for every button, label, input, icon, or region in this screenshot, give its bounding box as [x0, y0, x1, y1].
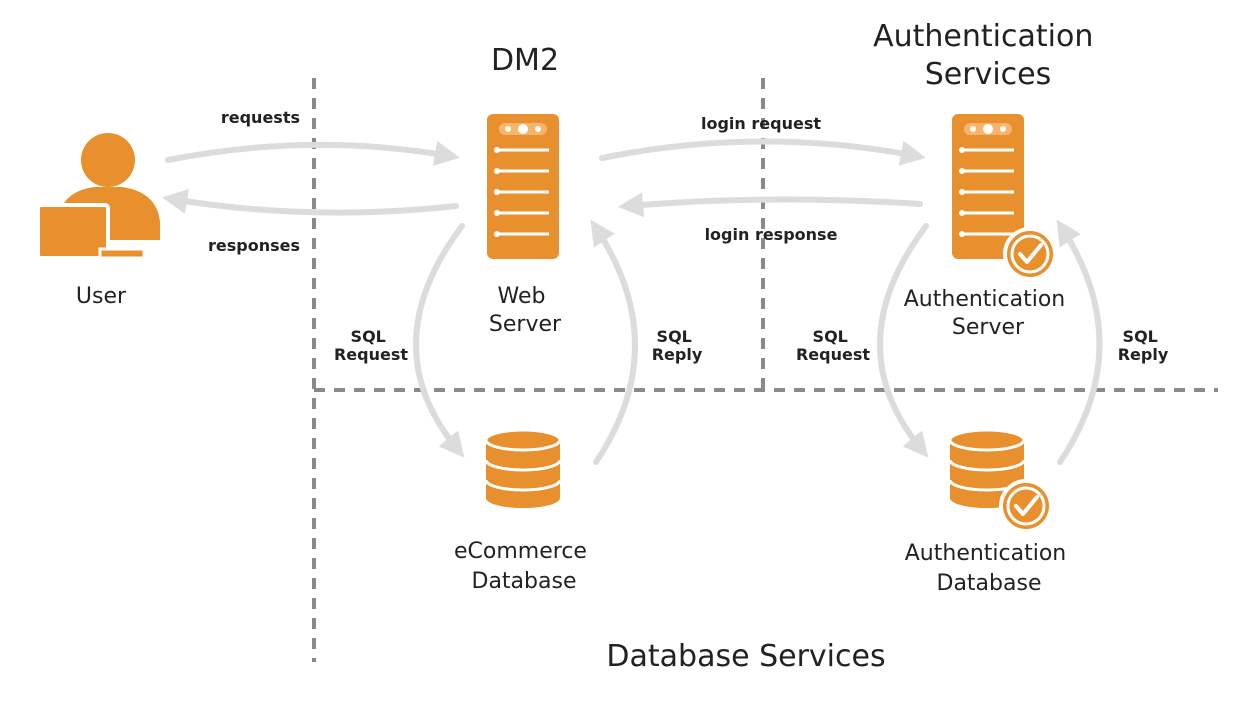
dmz-title: DM2: [491, 43, 559, 78]
ecommerce-db-label-line-1: eCommerce: [454, 539, 587, 564]
auth-sql-request-label: SQL Request: [796, 327, 870, 364]
web-sql-request-label-line-1: SQL: [351, 327, 386, 346]
web-sql-reply-label-line-2: Reply: [652, 345, 703, 364]
auth-db-node: Authentication Database: [905, 428, 1074, 596]
login-request-label: login request: [701, 114, 821, 133]
auth-sql-reply-label-line-1: SQL: [1123, 327, 1158, 346]
auth-sql-request-label-line-1: SQL: [813, 327, 848, 346]
web-server-node: Web Server: [487, 114, 562, 337]
user-label: User: [76, 284, 127, 309]
server-icon: [952, 114, 1024, 259]
requests-label: requests: [221, 108, 300, 127]
auth-services-title-line-2: Services: [925, 57, 1052, 92]
login-request-arrow: [599, 138, 926, 166]
web-sql-reply-arrow: [590, 219, 638, 465]
user-node: User: [36, 133, 160, 309]
ecommerce-db-node: eCommerce Database: [454, 428, 594, 594]
auth-server-label-line-1: Authentication: [904, 287, 1066, 312]
ecommerce-db-label: eCommerce Database: [454, 539, 594, 594]
auth-sql-request-label-line-2: Request: [796, 345, 870, 364]
auth-db-label: Authentication Database: [905, 541, 1074, 596]
auth-sql-reply-label: SQL Reply: [1118, 327, 1169, 364]
auth-server-node: Authentication Server: [904, 114, 1073, 340]
requests-arrow: [165, 141, 460, 166]
web-server-label-line-2: Server: [489, 312, 562, 337]
auth-sql-request-arrow: [877, 223, 929, 458]
database-icon: [484, 428, 562, 508]
user-with-laptop-icon: [36, 133, 160, 260]
auth-server-label: Authentication Server: [904, 287, 1073, 340]
auth-db-label-line-2: Database: [937, 571, 1042, 596]
web-server-label-line-1: Web: [498, 284, 546, 309]
responses-arrow: [162, 189, 459, 216]
web-sql-request-label-line-2: Request: [334, 345, 408, 364]
auth-services-title: Authentication Services: [873, 19, 1103, 92]
web-sql-reply-label: SQL Reply: [652, 327, 703, 364]
database-services-title: Database Services: [606, 639, 885, 674]
server-icon: [487, 114, 559, 259]
auth-server-label-line-2: Server: [952, 315, 1025, 340]
login-response-arrow: [617, 192, 923, 218]
auth-sql-reply-label-line-2: Reply: [1118, 345, 1169, 364]
ecommerce-db-label-line-2: Database: [472, 569, 577, 594]
auth-services-title-line-1: Authentication: [873, 19, 1093, 54]
checkmark-icon: [1003, 227, 1057, 281]
web-sql-reply-label-line-1: SQL: [657, 327, 692, 346]
web-sql-request-arrow: [413, 223, 465, 458]
web-sql-request-label: SQL Request: [334, 327, 408, 364]
login-response-label: login response: [705, 225, 838, 244]
auth-db-label-line-1: Authentication: [905, 541, 1067, 566]
responses-label: responses: [208, 236, 300, 255]
auth-sql-reply-arrow: [1056, 219, 1103, 465]
checkmark-icon: [999, 479, 1053, 533]
web-server-label: Web Server: [489, 284, 562, 337]
